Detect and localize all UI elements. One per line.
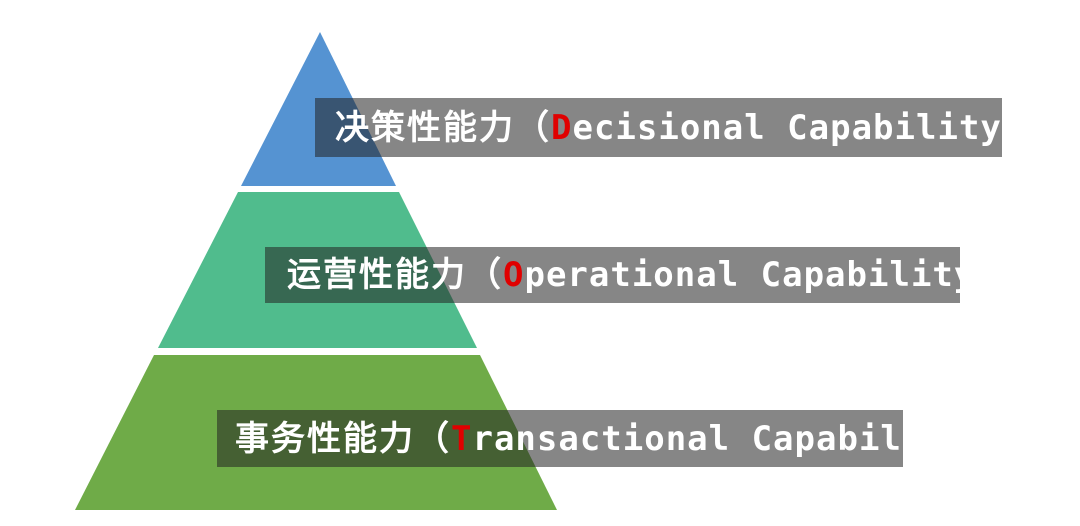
transactional-label-zh: 事务性能力: [235, 418, 415, 459]
transactional-paren-close: ）: [966, 418, 1003, 459]
operational-paren-close: ）: [975, 255, 1012, 295]
decisional-paren-close: ）: [1001, 107, 1038, 148]
decisional-label-zh: 决策性能力: [335, 107, 515, 148]
transactional-paren-open: （: [415, 418, 451, 459]
transactional-first-letter: T: [451, 418, 473, 459]
operational-label-zh: 运营性能力: [287, 255, 467, 295]
decisional-label-en: ecisional Capability: [572, 107, 1002, 148]
operational-label-en: perational Capability: [524, 255, 976, 295]
operational-first-letter: O: [503, 255, 525, 295]
operational-paren-open: （: [467, 255, 503, 295]
decisional-paren-open: （: [515, 107, 551, 148]
decisional-first-letter: D: [551, 107, 573, 148]
transactional-label-en: ransactional Capability: [472, 418, 967, 459]
